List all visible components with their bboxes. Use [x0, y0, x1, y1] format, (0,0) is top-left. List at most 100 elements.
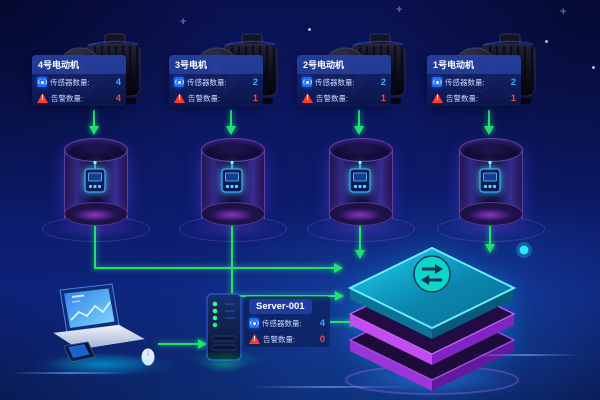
alarm-count-value: 4: [115, 92, 121, 104]
cylinder-top: [201, 138, 265, 162]
alarm-count-row: ! 告警数量: 1: [169, 90, 263, 106]
motor-info-card: 1号电动机 传感器数量: 2 ! 告警数量: 1: [427, 55, 521, 106]
flow-line: [359, 226, 361, 250]
star-dot: [545, 40, 548, 43]
sensor-count-value: 2: [380, 76, 386, 88]
flow-arrow-down: [355, 250, 365, 259]
flow-arrow-down: [226, 126, 236, 135]
alarm-count-row: ! 告警数量: 0: [244, 331, 330, 347]
floor-glow: [186, 350, 266, 368]
light-streak: [470, 354, 580, 356]
alarm-count-value: 1: [510, 92, 516, 104]
iot-device-icon: [349, 160, 371, 193]
sensor-count-label: 传感器数量:: [445, 77, 485, 87]
plus-spark: +: [180, 16, 187, 28]
flow-line: [489, 226, 491, 244]
warning-icon: !: [174, 93, 185, 103]
sensor-count-row: 传感器数量: 2: [427, 74, 521, 90]
star-dot: [592, 66, 595, 69]
server-info-card: Server-001 传感器数量: 4 ! 告警数量: 0: [244, 296, 330, 347]
flow-arrow-down: [484, 126, 494, 135]
motor-unit-4: 4号电动机 传感器数量: 4 ! 告警数量: 4: [30, 30, 160, 256]
signal-icon: [302, 77, 312, 87]
cylinder-top: [329, 138, 393, 162]
cylinder-top: [459, 138, 523, 162]
motor-name: 1号电动机: [427, 55, 521, 74]
alarm-count-row: ! 告警数量: 1: [427, 90, 521, 106]
cylinder-glow: [340, 209, 380, 221]
flow-line: [158, 343, 198, 345]
plus-spark: +: [560, 6, 567, 18]
flow-line: [230, 110, 232, 126]
flow-arrow-down: [89, 126, 99, 135]
flow-line: [488, 110, 490, 126]
flow-line: [330, 321, 350, 323]
motor-info-card: 2号电动机 传感器数量: 2 ! 告警数量: 1: [297, 55, 391, 106]
cylinder-glow: [470, 209, 510, 221]
sensor-cylinder: [459, 138, 523, 226]
warning-icon: !: [37, 93, 48, 103]
mouse-icon: [141, 348, 155, 366]
cylinder-top: [64, 138, 128, 162]
flow-arrow-right: [335, 291, 344, 301]
flow-arrow-right: [198, 339, 207, 349]
alarm-count-value: 0: [319, 333, 325, 345]
alarm-count-value: 1: [380, 92, 386, 104]
sensor-count-row: 传感器数量: 2: [297, 74, 391, 90]
flow-line: [94, 226, 96, 268]
motor-info-card: 4号电动机 传感器数量: 4 ! 告警数量: 4: [32, 55, 126, 106]
warning-icon: !: [249, 334, 260, 344]
server-tower-icon: [200, 293, 248, 373]
warning-icon: !: [432, 93, 443, 103]
sensor-count-label: 传感器数量:: [50, 77, 90, 87]
motor-name: 3号电机: [169, 55, 263, 74]
plus-spark: +: [396, 4, 403, 16]
signal-icon: [432, 77, 442, 87]
flow-arrow-down: [354, 126, 364, 135]
alarm-count-value: 1: [252, 92, 258, 104]
sensor-count-value: 4: [319, 317, 325, 329]
motor-unit-2: 2号电动机 传感器数量: 2 ! 告警数量: 1: [295, 30, 425, 256]
flow-line: [358, 110, 360, 126]
flow-arrow-right: [334, 263, 343, 273]
flow-line: [94, 267, 334, 269]
motor-unit-1: 1号电动机 传感器数量: 2 ! 告警数量: 1: [425, 30, 555, 256]
data-platform-icon: [338, 242, 532, 397]
sensor-count-label: 传感器数量:: [262, 318, 302, 328]
signal-icon: [37, 77, 47, 87]
motor-unit-3: 3号电机 传感器数量: 2 ! 告警数量: 1: [167, 30, 297, 256]
iot-device-icon: [479, 160, 501, 193]
sensor-count-label: 传感器数量:: [315, 77, 355, 87]
alarm-count-label: 告警数量:: [316, 93, 349, 103]
motor-info-card: 3号电机 传感器数量: 2 ! 告警数量: 1: [169, 55, 263, 106]
exchange-arrows-icon: [413, 255, 451, 293]
iot-device-icon: [221, 160, 243, 193]
sensor-count-label: 传感器数量:: [187, 77, 227, 87]
flow-line: [231, 226, 233, 296]
laptop-base: [53, 324, 145, 350]
signal-icon: [249, 318, 259, 328]
sensor-count-row: 传感器数量: 4: [32, 74, 126, 90]
warning-icon: !: [302, 93, 313, 103]
alarm-count-row: ! 告警数量: 1: [297, 90, 391, 106]
alarm-count-row: ! 告警数量: 4: [32, 90, 126, 106]
sensor-cylinder: [64, 138, 128, 226]
motor-name: 4号电动机: [32, 55, 126, 74]
sensor-cylinder: [329, 138, 393, 226]
motor-name: 2号电动机: [297, 55, 391, 74]
light-streak: [250, 386, 410, 388]
sensor-count-value: 2: [510, 76, 516, 88]
flow-arrow-down: [485, 244, 495, 253]
sensor-cylinder: [201, 138, 265, 226]
flow-line: [93, 110, 95, 126]
floor-glow: [30, 352, 180, 378]
cylinder-glow: [212, 209, 252, 221]
alarm-count-label: 告警数量:: [188, 93, 221, 103]
sensor-count-row: 传感器数量: 2: [169, 74, 263, 90]
sensor-count-value: 2: [252, 76, 258, 88]
iot-device-icon: [84, 160, 106, 193]
alarm-count-label: 告警数量:: [446, 93, 479, 103]
server-name: Server-001: [249, 299, 312, 314]
alarm-count-label: 告警数量:: [51, 93, 84, 103]
